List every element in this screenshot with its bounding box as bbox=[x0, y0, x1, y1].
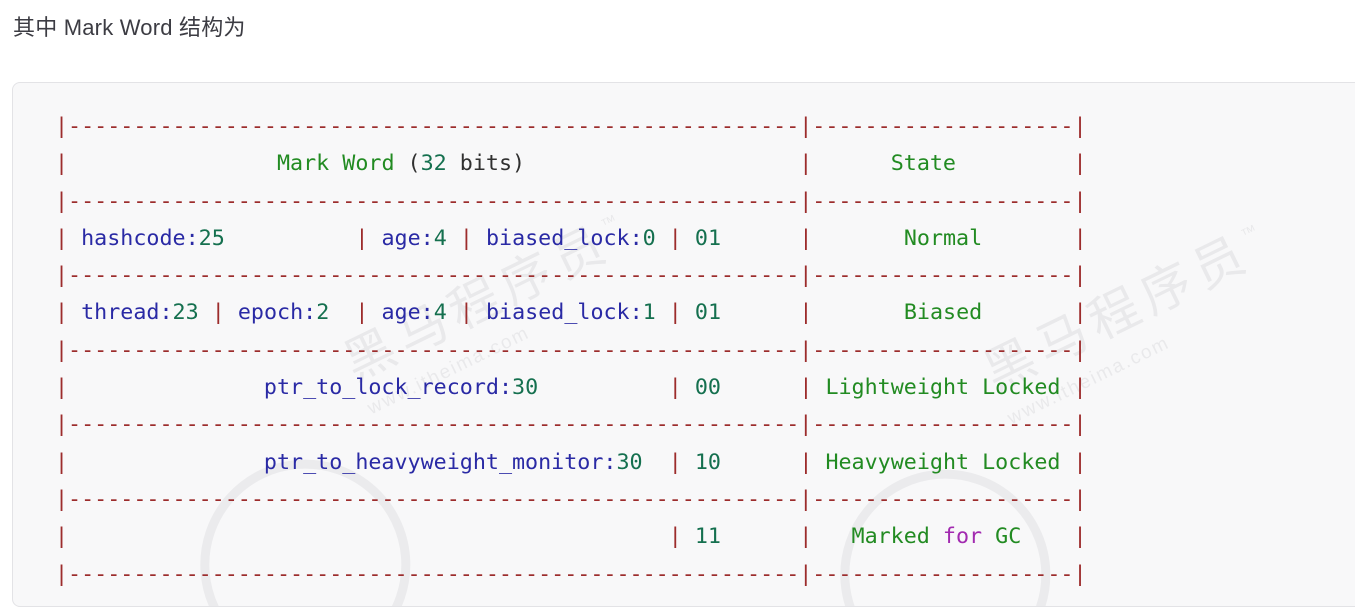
page-title: 其中 Mark Word 结构为 bbox=[13, 15, 246, 40]
code-line: |---------------------------------------… bbox=[55, 561, 1087, 587]
code-line: |---------------------------------------… bbox=[55, 412, 1087, 438]
code-block: |---------------------------------------… bbox=[13, 83, 1355, 593]
code-line: | ptr_to_lock_record:30 | 00 | Lightweig… bbox=[55, 375, 1087, 401]
code-line: | thread:23 | epoch:2 | age:4 | biased_l… bbox=[55, 300, 1087, 326]
code-line: |---------------------------------------… bbox=[55, 263, 1087, 289]
code-line: |---------------------------------------… bbox=[55, 188, 1087, 214]
code-line: | | 11 | Marked for GC | bbox=[55, 524, 1087, 550]
code-line: |---------------------------------------… bbox=[55, 486, 1087, 512]
code-panel: 黑马程序员™ www.itheima.com 黑马程序员™ www.itheim… bbox=[12, 82, 1355, 607]
code-line: |---------------------------------------… bbox=[55, 114, 1087, 139]
code-line: | hashcode:25 | age:4 | biased_lock:0 | … bbox=[55, 225, 1087, 251]
code-line: |---------------------------------------… bbox=[55, 337, 1087, 363]
code-line: | Mark Word (32 bits) | State | bbox=[55, 151, 1087, 177]
code-line: | ptr_to_heavyweight_monitor:30 | 10 | H… bbox=[55, 449, 1087, 475]
